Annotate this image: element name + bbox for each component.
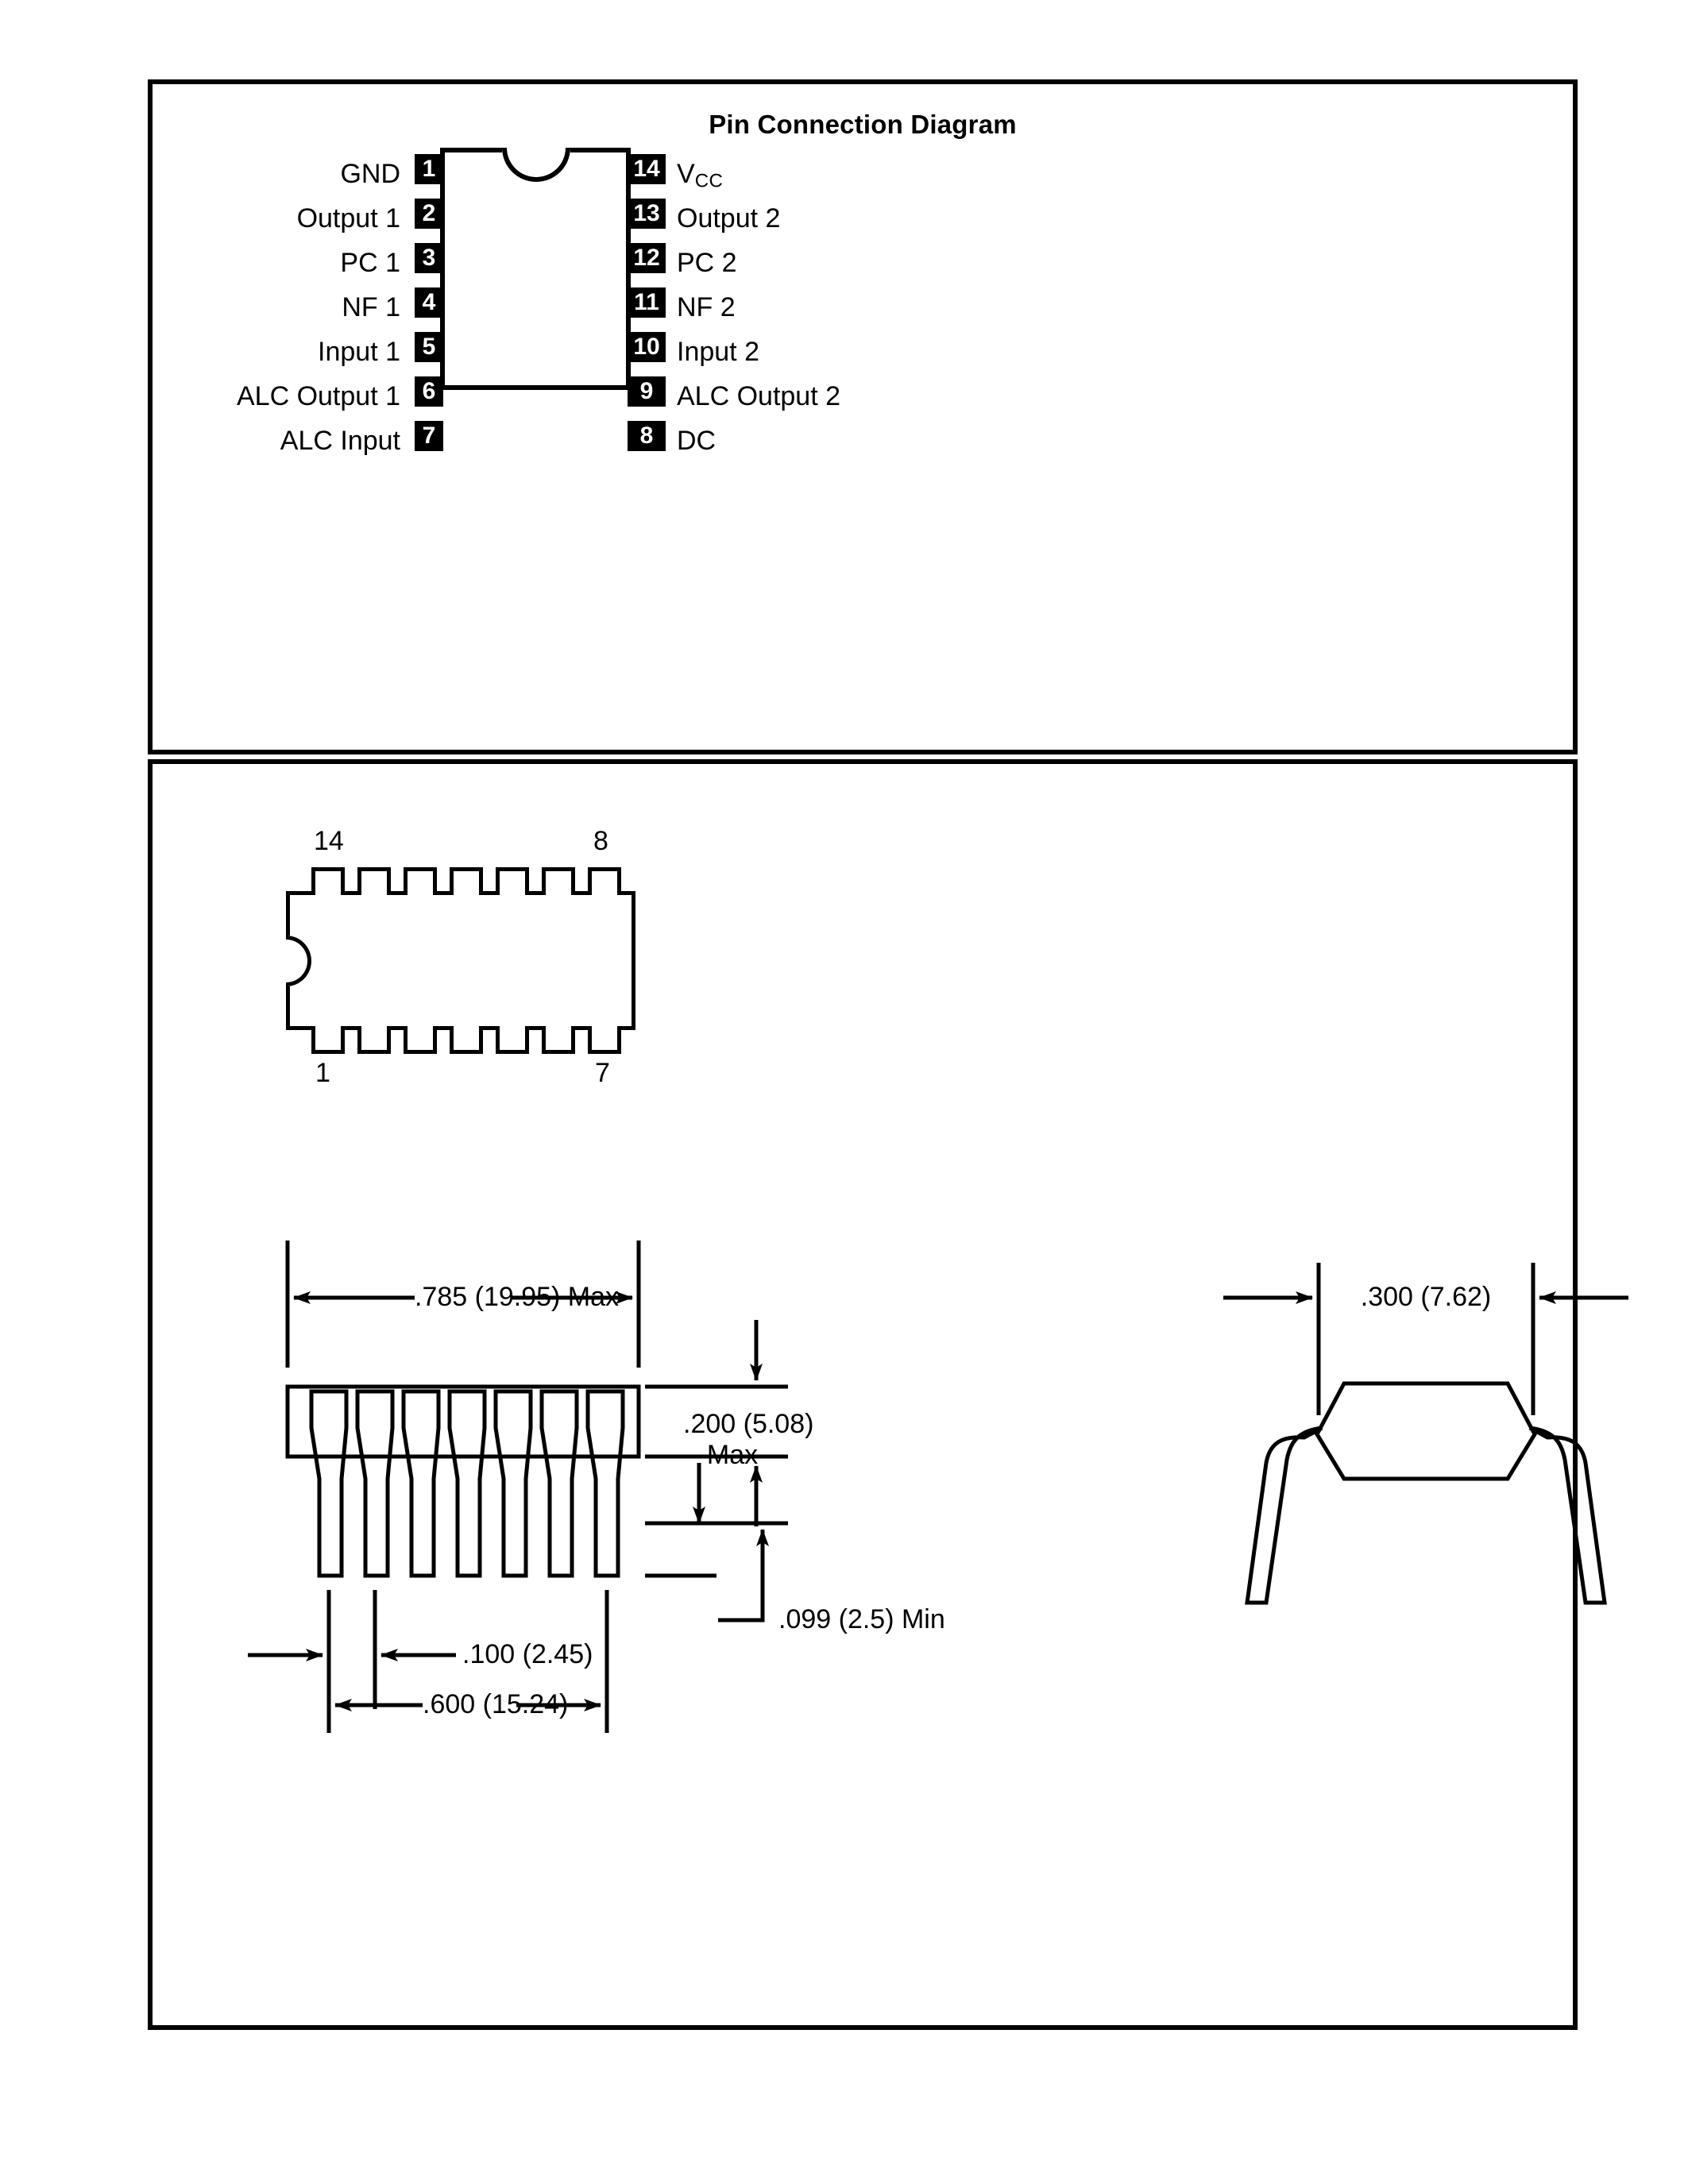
pin-number: 4 bbox=[422, 289, 436, 315]
pin-number: 2 bbox=[422, 200, 436, 226]
dim-lead-pitch: .100 (2.45) bbox=[462, 1639, 593, 1669]
lead-tab-bottom bbox=[357, 1026, 391, 1054]
lead-tab-top bbox=[311, 867, 345, 895]
dip-body-outline bbox=[440, 148, 631, 390]
lead-tab-top bbox=[588, 867, 621, 895]
pin-connection-panel: Pin Connection Diagram 1 GND 2 Output 1 … bbox=[148, 79, 1578, 754]
pin-number-14: 14 bbox=[314, 826, 344, 856]
lead-tab-top bbox=[542, 867, 575, 895]
pin-label-12: PC 2 bbox=[677, 248, 737, 278]
pin-connection-diagram: 1 GND 2 Output 1 3 PC 1 4 NF 1 5 Input 1… bbox=[153, 84, 1573, 750]
pin-box-2: 2 bbox=[415, 199, 443, 229]
pin-label-13: Output 2 bbox=[677, 203, 781, 233]
dim-row-spacing: .300 (7.62) bbox=[1360, 1282, 1492, 1312]
dim-body-height: .200 (5.08) Max bbox=[683, 1409, 814, 1472]
pin-box-13: 13 bbox=[628, 199, 666, 229]
lead-tab-bottom bbox=[404, 1026, 437, 1054]
pin-box-12: 12 bbox=[628, 243, 666, 273]
pin-label-14: VCC bbox=[677, 160, 723, 191]
pin-label-11: NF 2 bbox=[677, 292, 736, 322]
pin-label-7: ALC Input bbox=[280, 426, 400, 456]
pin-number: 9 bbox=[639, 378, 654, 404]
pin-box-1: 1 bbox=[415, 154, 443, 184]
pin-box-9: 9 bbox=[628, 376, 666, 407]
pin-label-10: Input 2 bbox=[677, 337, 759, 367]
lead-tab-top bbox=[496, 867, 529, 895]
lead-tab-bottom bbox=[588, 1026, 621, 1054]
pin-number: 1 bbox=[422, 156, 436, 182]
pin-box-3: 3 bbox=[415, 243, 443, 273]
pin-label-4: NF 1 bbox=[342, 292, 400, 322]
lead-tab-bottom bbox=[311, 1026, 345, 1054]
pin-label-3: PC 1 bbox=[340, 248, 400, 278]
lead-tab-top bbox=[357, 867, 391, 895]
pin-number: 6 bbox=[422, 378, 436, 404]
pin-number: 10 bbox=[633, 334, 660, 360]
pin-number: 3 bbox=[422, 245, 436, 271]
lead-tab-top bbox=[404, 867, 437, 895]
dim-body-height-line2: Max bbox=[706, 1440, 759, 1471]
vcc-base: V bbox=[677, 159, 695, 189]
vcc-subscript: CC bbox=[694, 170, 724, 192]
lead-tab-bottom bbox=[450, 1026, 483, 1054]
pin-number: 14 bbox=[633, 156, 660, 182]
pin-box-14: 14 bbox=[628, 154, 666, 184]
pin-box-4: 4 bbox=[415, 287, 443, 318]
pin-label-6: ALC Output 1 bbox=[236, 381, 400, 411]
pin-number: 13 bbox=[633, 200, 660, 226]
pin-box-6: 6 bbox=[415, 376, 443, 407]
page-title: Pin Connection Diagram bbox=[709, 110, 1017, 139]
mechanical-drawing-panel: 14 8 1 7 bbox=[148, 759, 1628, 2030]
dim-lead-length: .099 (2.5) Min bbox=[778, 1604, 945, 1634]
pin-label-8: DC bbox=[677, 426, 717, 456]
lead-tab-top bbox=[450, 867, 483, 895]
pin-number: 8 bbox=[639, 423, 654, 449]
dim-body-height-line1: .200 (5.08) bbox=[683, 1409, 814, 1439]
dim-row-span: .600 (15.24) bbox=[423, 1689, 569, 1719]
pin-number: 7 bbox=[422, 423, 436, 449]
pin-box-10: 10 bbox=[628, 332, 666, 362]
pin-box-5: 5 bbox=[415, 332, 443, 362]
pin-label-9: ALC Output 2 bbox=[677, 381, 841, 411]
pin-number: 5 bbox=[422, 334, 436, 360]
pin-number: 11 bbox=[634, 289, 659, 315]
pin-box-8: 8 bbox=[628, 421, 666, 451]
lead-tab-bottom bbox=[496, 1026, 529, 1054]
pin-number: 12 bbox=[633, 245, 660, 271]
lead-tab-bottom bbox=[542, 1026, 575, 1054]
pin-label-5: Input 1 bbox=[318, 337, 400, 367]
pin-label-1: GND bbox=[340, 159, 400, 189]
pin-number-7: 7 bbox=[595, 1058, 610, 1088]
pin-box-11: 11 bbox=[628, 287, 666, 318]
pin-number-1: 1 bbox=[315, 1058, 330, 1088]
pin-label-2: Output 1 bbox=[296, 203, 400, 233]
pin-number-8: 8 bbox=[593, 826, 608, 856]
pin-box-7: 7 bbox=[415, 421, 443, 451]
dim-body-length: .785 (19.95) Max bbox=[415, 1282, 620, 1312]
